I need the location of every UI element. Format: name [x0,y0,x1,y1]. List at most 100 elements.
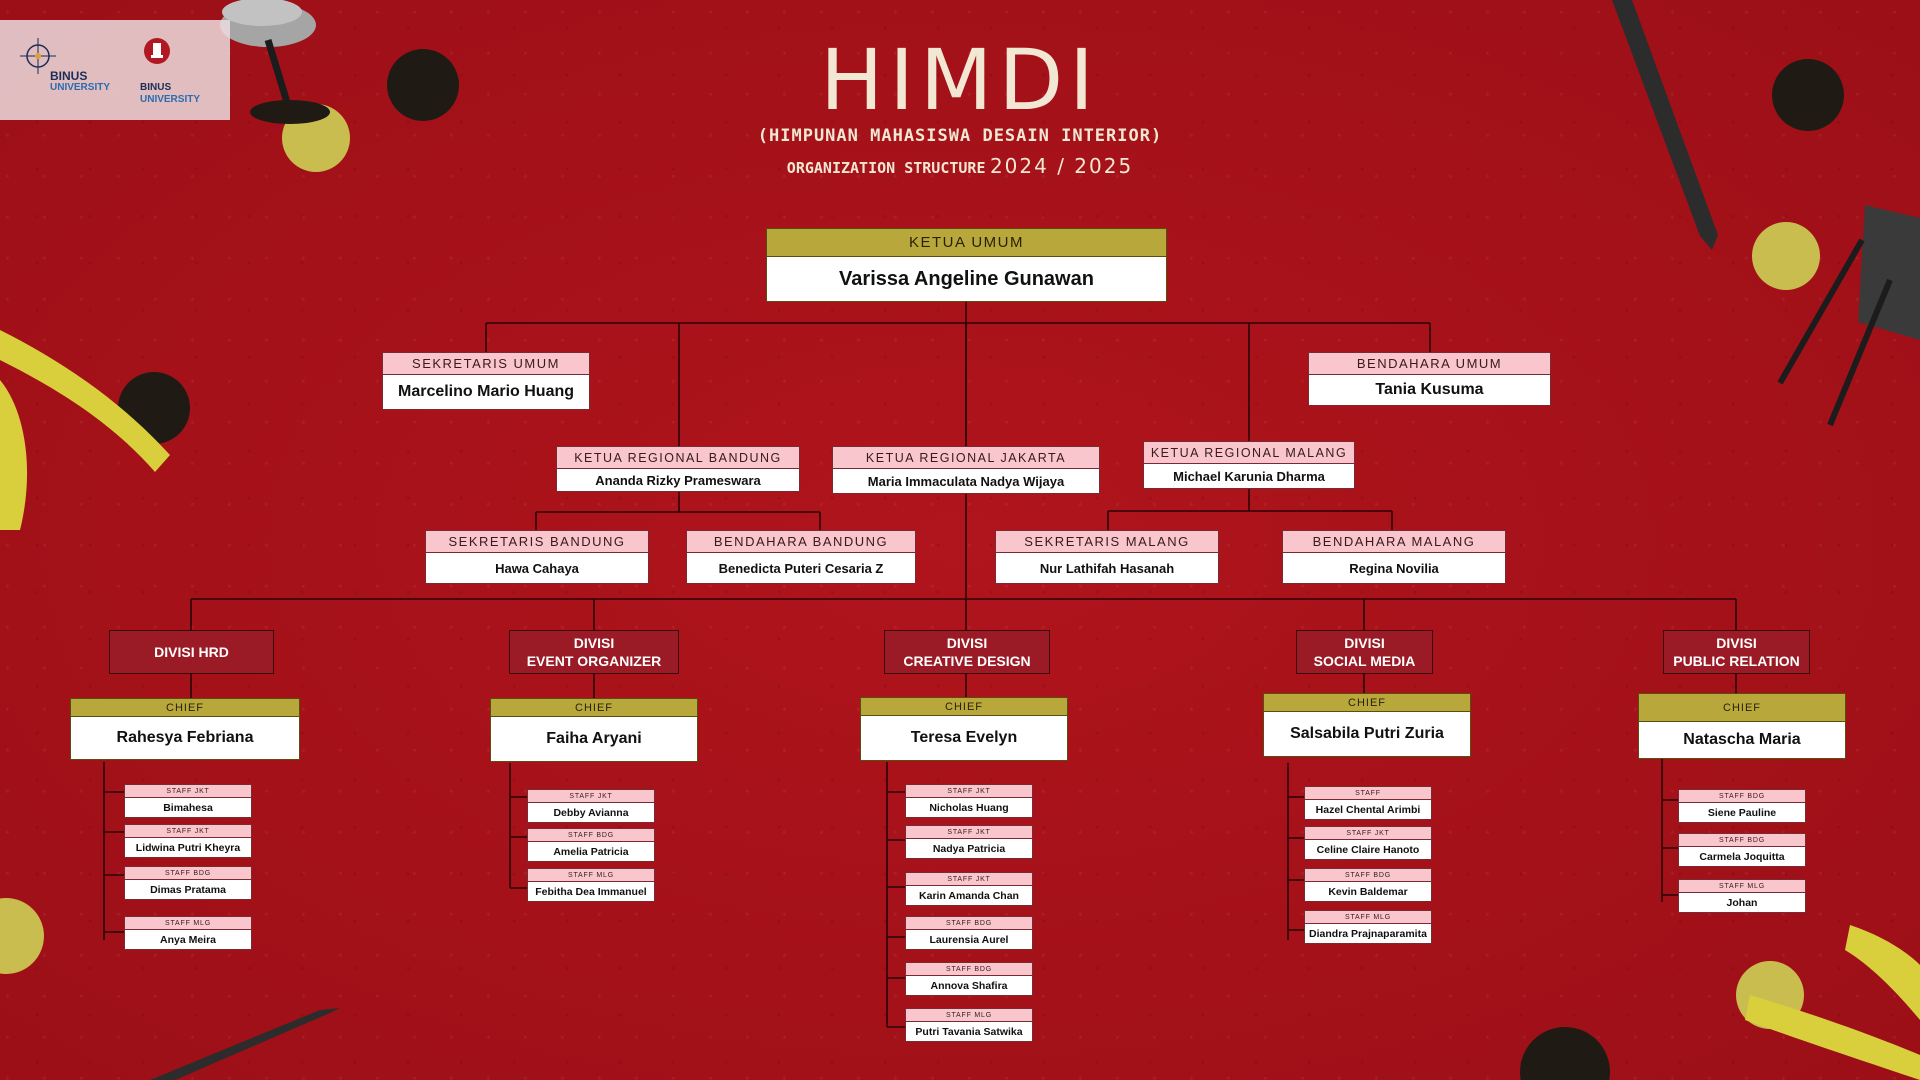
division-eo-chief-label: CHIEF [490,698,698,716]
division-event-organizer-header: DIVISI EVENT ORGANIZER [509,630,679,674]
division-eo-line2: EVENT ORGANIZER [526,653,662,669]
staff-label: STAFF MLG [124,916,252,929]
logo-panel: BINUS UNIVERSITY BINUS UNIVERSITY [0,20,230,120]
sekretaris-bandung-box: SEKRETARIS BANDUNG Hawa Cahaya [425,530,649,584]
staff-card: STAFF MLG Putri Tavania Satwika [905,1008,1033,1042]
sekretaris-bandung-label: SEKRETARIS BANDUNG [425,530,649,552]
staff-name: Hazel Chental Arimbi [1304,799,1432,820]
staff-name: Lidwina Putri Kheyra [124,837,252,858]
staff-name: Johan [1678,892,1806,913]
staff-label: STAFF BDG [905,916,1033,929]
staff-name: Kevin Baldemar [1304,881,1432,902]
staff-name: Febitha Dea Immanuel [527,881,655,902]
binus-logo-text: BINUS UNIVERSITY [50,70,110,94]
staff-name: Bimahesa [124,797,252,818]
staff-name: Debby Avianna [527,802,655,823]
staff-name: Siene Pauline [1678,802,1806,823]
division-social-media-header: DIVISI SOCIAL MEDIA [1296,630,1433,674]
division-eo-chief-box: CHIEF Faiha Aryani [490,698,698,762]
sekretaris-umum-box: SEKRETARIS UMUM Marcelino Mario Huang [382,352,590,410]
bendahara-bandung-box: BENDAHARA BANDUNG Benedicta Puteri Cesar… [686,530,916,584]
division-hrd-chief-name: Rahesya Febriana [70,716,300,760]
staff-name: Laurensia Aurel [905,929,1033,950]
page-title: HIMDI [820,31,1100,129]
division-hrd-header: DIVISI HRD [109,630,274,674]
staff-label: STAFF MLG [1678,879,1806,892]
staff-label: STAFF JKT [905,872,1033,885]
staff-label: STAFF JKT [905,825,1033,838]
division-hrd-line1: DIVISI HRD [154,644,229,660]
sekretaris-malang-box: SEKRETARIS MALANG Nur Lathifah Hasanah [995,530,1219,584]
bendahara-malang-name: Regina Novilia [1282,552,1506,584]
division-cd-chief-box: CHIEF Teresa Evelyn [860,697,1068,761]
division-pr-chief-label: CHIEF [1638,693,1846,721]
logo-line1: BINUS [50,69,88,83]
bendahara-bandung-name: Benedicta Puteri Cesaria Z [686,552,916,584]
division-pr-line2: PUBLIC RELATION [1673,653,1800,669]
staff-card: STAFF JKT Lidwina Putri Kheyra [124,824,252,858]
division-sm-chief-label: CHIEF [1263,693,1471,711]
ketua-regional-bandung-label: KETUA REGIONAL BANDUNG [556,446,800,468]
staff-label: STAFF JKT [527,789,655,802]
ketua-regional-jakarta-name: Maria Immaculata Nadya Wijaya [832,468,1100,494]
ketua-regional-malang-label: KETUA REGIONAL MALANG [1143,441,1355,463]
bendahara-bandung-label: BENDAHARA BANDUNG [686,530,916,552]
division-pr-chief-box: CHIEF Natascha Maria [1638,693,1846,759]
staff-name: Nicholas Huang [905,797,1033,818]
ketua-regional-malang-box: KETUA REGIONAL MALANG Michael Karunia Dh… [1143,441,1355,489]
structure-label: ORGANIZATION STRUCTURE [786,159,986,177]
logo-line2: UNIVERSITY [50,82,111,93]
staff-name: Annova Shafira [905,975,1033,996]
staff-name: Dimas Pratama [124,879,252,900]
structure-year: 2024 / 2025 [989,154,1134,178]
staff-card: STAFF BDG Dimas Pratama [124,866,252,900]
page-subtitle: (HIMPUNAN MAHASISWA DESAIN INTERIOR) [757,126,1163,146]
division-hrd-chief-box: CHIEF Rahesya Febriana [70,698,300,760]
division-sm-line2: SOCIAL MEDIA [1313,653,1416,669]
staff-card: STAFF JKT Bimahesa [124,784,252,818]
staff-name: Nadya Patricia [905,838,1033,859]
staff-name: Anya Meira [124,929,252,950]
sekretaris-umum-name: Marcelino Mario Huang [382,374,590,410]
sekretaris-malang-label: SEKRETARIS MALANG [995,530,1219,552]
staff-card: STAFF JKT Nicholas Huang [905,784,1033,818]
sekretaris-malang-name: Nur Lathifah Hasanah [995,552,1219,584]
staff-card: STAFF MLG Febitha Dea Immanuel [527,868,655,902]
division-public-relation-header: DIVISI PUBLIC RELATION [1663,630,1810,674]
division-eo-line1: DIVISI [573,635,615,651]
staff-card: STAFF MLG Johan [1678,879,1806,913]
staff-label: STAFF BDG [527,828,655,841]
ketua-regional-jakarta-box: KETUA REGIONAL JAKARTA Maria Immaculata … [832,446,1100,494]
logo2-line1: BINUS [140,82,172,93]
division-cd-line2: CREATIVE DESIGN [903,653,1031,669]
staff-label: STAFF BDG [1678,789,1806,802]
staff-card: STAFF BDG Laurensia Aurel [905,916,1033,950]
staff-card: STAFF BDG Carmela Joquitta [1678,833,1806,867]
division-sm-chief-box: CHIEF Salsabila Putri Zuria [1263,693,1471,757]
division-cd-chief-label: CHIEF [860,697,1068,715]
division-hrd-chief-label: CHIEF [70,698,300,716]
staff-name: Carmela Joquitta [1678,846,1806,867]
division-pr-line1: DIVISI [1716,635,1757,651]
staff-label: STAFF JKT [905,784,1033,797]
staff-card: STAFF BDG Annova Shafira [905,962,1033,996]
logo2-line2: UNIVERSITY [140,94,201,105]
page-subtitle-2: ORGANIZATION STRUCTURE 2024 / 2025 [0,154,1920,178]
staff-card: STAFF JKT Celine Claire Hanoto [1304,826,1432,860]
binus-compass-logo-icon [20,38,56,74]
staff-name: Karin Amanda Chan [905,885,1033,906]
staff-label: STAFF JKT [1304,826,1432,839]
ketua-regional-malang-name: Michael Karunia Dharma [1143,463,1355,489]
staff-label: STAFF MLG [527,868,655,881]
staff-name: Diandra Prajnaparamita [1304,923,1432,944]
staff-card: STAFF BDG Amelia Patricia [527,828,655,862]
staff-card: STAFF JKT Karin Amanda Chan [905,872,1033,906]
sekretaris-bandung-name: Hawa Cahaya [425,552,649,584]
division-cd-chief-name: Teresa Evelyn [860,715,1068,761]
bendahara-umum-label: BENDAHARA UMUM [1308,352,1551,374]
division-eo-chief-name: Faiha Aryani [490,716,698,762]
sekretaris-umum-label: SEKRETARIS UMUM [382,352,590,374]
bendahara-malang-box: BENDAHARA MALANG Regina Novilia [1282,530,1506,584]
